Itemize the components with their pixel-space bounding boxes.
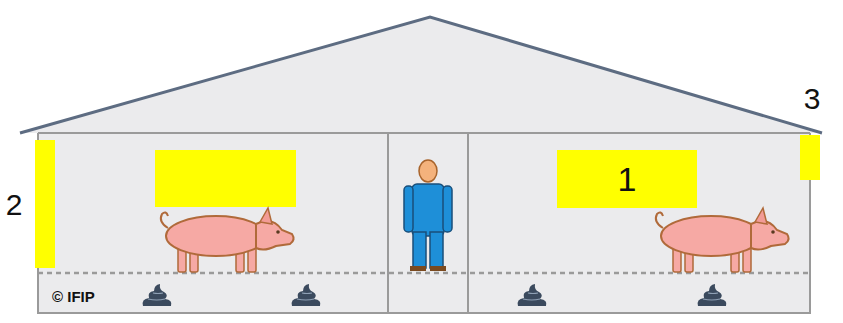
- callout-number: 2: [6, 190, 23, 220]
- callout-number: 3: [804, 84, 821, 114]
- callout-number: 1: [618, 162, 637, 196]
- yellow-zone-box: 1: [557, 150, 697, 208]
- copyright-note: © IFIP: [52, 289, 95, 304]
